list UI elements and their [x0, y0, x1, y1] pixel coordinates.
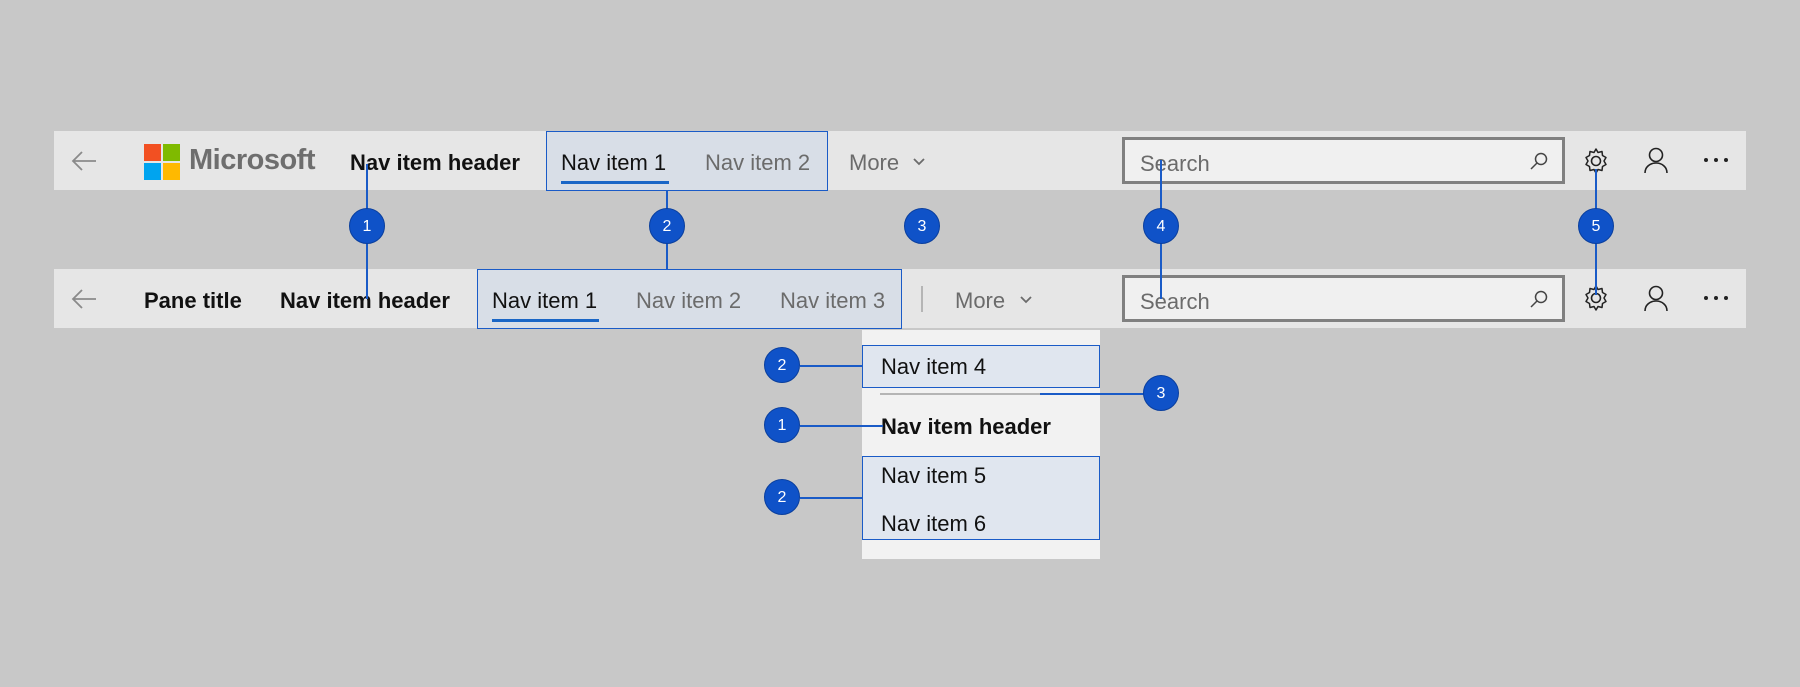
nav-item-1[interactable]: Nav item 1 — [561, 150, 667, 175]
nav-item-header: Nav item header — [280, 288, 450, 313]
callout-badge-3: 3 — [904, 208, 940, 244]
more-button[interactable]: More — [849, 150, 900, 175]
menu-item-nav-item-4[interactable]: Nav item 4 — [881, 354, 987, 379]
callout-badge-menu-1: 1 — [764, 407, 800, 443]
menu-header: Nav item header — [881, 414, 1051, 439]
nav-item-3[interactable]: Nav item 3 — [780, 288, 886, 313]
search-icon[interactable] — [1529, 289, 1549, 309]
separator — [921, 286, 923, 312]
menu-separator — [880, 393, 1040, 395]
search-placeholder: Search — [1140, 289, 1210, 314]
person-icon[interactable] — [1643, 146, 1669, 174]
search-icon[interactable] — [1529, 151, 1549, 171]
nav-item-1[interactable]: Nav item 1 — [492, 288, 598, 313]
callout-line-menu-3 — [1040, 393, 1145, 395]
chevron-down-icon[interactable] — [1019, 294, 1033, 306]
callout-badge-menu-2b: 2 — [764, 479, 800, 515]
callout-badge-1: 1 — [349, 208, 385, 244]
callout-badge-4: 4 — [1143, 208, 1179, 244]
nav-item-2[interactable]: Nav item 2 — [705, 150, 811, 175]
microsoft-logo-text: Microsoft — [189, 144, 316, 176]
pane-title: Pane title — [144, 288, 242, 313]
search-placeholder: Search — [1140, 151, 1210, 176]
search-box[interactable]: Search — [1122, 137, 1565, 184]
nav-item-2[interactable]: Nav item 2 — [636, 288, 742, 313]
back-arrow-icon[interactable] — [70, 287, 98, 311]
nav-item-header: Nav item header — [350, 150, 520, 175]
callout-line-menu-1 — [800, 425, 883, 427]
person-icon[interactable] — [1643, 284, 1669, 312]
back-arrow-icon[interactable] — [70, 149, 98, 173]
menu-item-nav-item-5[interactable]: Nav item 5 — [881, 463, 987, 488]
callout-badge-2: 2 — [649, 208, 685, 244]
menu-item-nav-item-6[interactable]: Nav item 6 — [881, 511, 987, 536]
microsoft-logo — [144, 144, 180, 185]
callout-line-menu-2a — [800, 365, 862, 367]
callout-badge-menu-2a: 2 — [764, 347, 800, 383]
menu-item-highlight — [862, 345, 1100, 388]
callout-line-menu-2b — [800, 497, 862, 499]
menu-items-highlight — [862, 456, 1100, 540]
ellipsis-icon[interactable] — [1703, 157, 1729, 163]
search-box[interactable]: Search — [1122, 275, 1565, 322]
ellipsis-icon[interactable] — [1703, 295, 1729, 301]
overflow-menu — [862, 330, 1100, 559]
callout-badge-menu-3: 3 — [1143, 375, 1179, 411]
callout-badge-5: 5 — [1578, 208, 1614, 244]
chevron-down-icon[interactable] — [912, 156, 926, 168]
more-button[interactable]: More — [955, 288, 1006, 313]
selection-indicator — [561, 181, 669, 184]
selection-indicator — [492, 319, 599, 322]
